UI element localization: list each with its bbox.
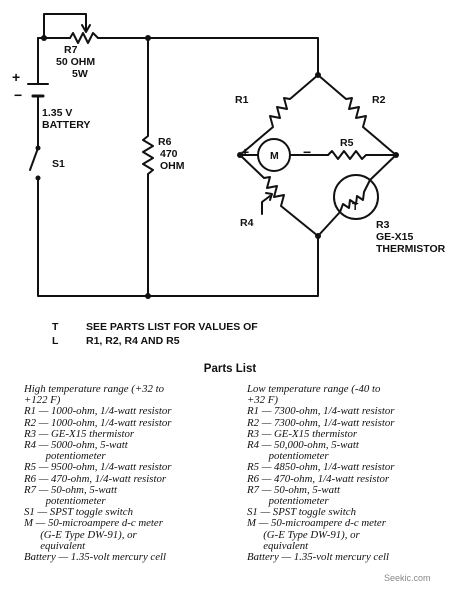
parts-list-line: S1 — SPST toggle switch — [247, 506, 356, 519]
r4-wiper — [261, 195, 271, 215]
parts-list-line: potentiometer — [247, 450, 329, 463]
r5-label: R5 — [340, 137, 354, 149]
r2-resistor — [317, 74, 397, 156]
s1-label: S1 — [52, 158, 65, 170]
r7-rating: 5W — [72, 68, 88, 80]
parts-list-line: potentiometer — [24, 495, 106, 508]
meter-circle — [257, 138, 291, 172]
thermistor-circle — [333, 174, 379, 220]
parts-list-line: R7 — 50-ohm, 5-watt — [247, 483, 340, 496]
parts-list-line: +32 F) — [247, 394, 278, 407]
note-line-2: R1, R2, R4 AND R5 — [86, 335, 180, 347]
parts-list-line: R2 — 1000-ohm, 1/4-watt resistor — [24, 416, 172, 429]
parts-list-line: R6 — 470-ohm, 1/4-watt resistor — [247, 472, 390, 485]
parts-list-line: equivalent — [24, 539, 86, 552]
r3-part: GE-X15 — [376, 231, 414, 243]
parts-list-high-range: High temperature range (+32 to+122 F)R1 … — [24, 383, 238, 564]
r7-label: R7 — [64, 44, 78, 56]
r6-value: 470 — [160, 148, 178, 160]
note-line-1: SEE PARTS LIST FOR VALUES OF — [86, 321, 258, 333]
parts-list-line: equivalent — [247, 539, 309, 552]
parts-list-line: High temperature range (+32 to — [24, 383, 165, 395]
parts-list-line: (G-E Type DW-91), or — [247, 528, 360, 541]
parts-list-line: R1 — 1000-ohm, 1/4-watt resistor — [24, 405, 172, 418]
watermark: Seekic.com — [384, 573, 431, 583]
parts-list-low-range: Low temperature range (-40 to+32 F)R1 — … — [247, 383, 457, 564]
note-mark: T L — [52, 321, 59, 347]
r7-value: 50 OHM — [56, 56, 95, 68]
r3-label: R3 — [376, 219, 390, 231]
thermistor-t: T — [352, 201, 359, 213]
parts-list-line: R6 — 470-ohm, 1/4-watt resistor — [24, 472, 167, 485]
r6-resistor — [142, 37, 154, 297]
r5-resistor — [327, 150, 397, 160]
r2-label: R2 — [372, 94, 386, 106]
parts-list-line: R3 — GE-X15 thermistor — [247, 427, 358, 440]
switch-blade — [29, 147, 39, 171]
r1-resistor — [239, 74, 319, 156]
circuit-schematic: R7 50 OHM 5W + − 1.35 V BATTERY S1 R6 47… — [12, 13, 446, 299]
parts-list-line: R2 — 7300-ohm, 1/4-watt resistor — [247, 416, 395, 429]
r4-arrow — [265, 192, 273, 201]
parts-list-line: (G-E Type DW-91), or — [24, 528, 137, 541]
parts-list-line: R5 — 9500-ohm, 1/4-watt resistor — [24, 461, 172, 474]
thermistor-zigzag — [339, 179, 371, 213]
parts-list-line: +122 F) — [24, 394, 61, 407]
r7-wiper-arrow — [81, 24, 91, 33]
parts-list-line: R7 — 50-ohm, 5-watt — [24, 483, 117, 496]
parts-list-line: R3 — GE-X15 thermistor — [24, 427, 135, 440]
parts-list-line: R1 — 7300-ohm, 1/4-watt resistor — [247, 405, 395, 418]
r1-label: R1 — [235, 94, 249, 106]
r7-wiper — [43, 13, 87, 39]
left-wire-bottom — [37, 177, 319, 297]
parts-list-line: R4 — 50,000-ohm, 5-watt — [247, 439, 359, 452]
r3-wire — [317, 154, 397, 237]
r4-resistor — [239, 154, 319, 237]
parts-list-line: R4 — 5000-ohm, 5-watt — [24, 439, 128, 452]
meter-minus: − — [303, 144, 311, 160]
battery-minus: − — [14, 87, 22, 103]
parts-list-line: Battery — 1.35-volt mercury cell — [247, 551, 390, 564]
meter-plus: + — [241, 144, 249, 160]
r6-unit: OHM — [160, 160, 185, 172]
parts-list-line: S1 — SPST toggle switch — [24, 506, 133, 519]
r6-label: R6 — [158, 136, 172, 148]
parts-list-line: Low temperature range (-40 to — [247, 383, 381, 395]
r7-resistor — [69, 32, 99, 44]
parts-list-line: Battery — 1.35-volt mercury cell — [24, 551, 167, 564]
parts-list-line: M — 50-microampere d-c meter — [247, 517, 386, 530]
r3-type: THERMISTOR — [376, 243, 446, 255]
parts-list-line: potentiometer — [247, 495, 329, 508]
parts-list-line: potentiometer — [24, 450, 106, 463]
parts-list-title: Parts List — [203, 363, 257, 375]
meter-label: M — [270, 150, 279, 162]
battery-plus: + — [12, 69, 20, 85]
parts-list-line: R5 — 4850-ohm, 1/4-watt resistor — [247, 461, 395, 474]
battery-label: BATTERY — [42, 119, 90, 131]
battery-voltage: 1.35 V — [42, 107, 72, 119]
parts-list-line: M — 50-microampere d-c meter — [24, 517, 163, 530]
r4-label: R4 — [240, 217, 254, 229]
